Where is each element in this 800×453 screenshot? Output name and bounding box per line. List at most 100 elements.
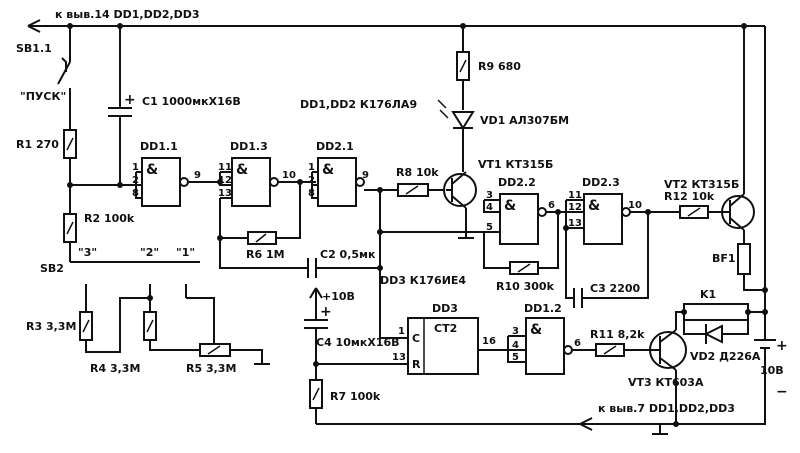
r6-resistor: R6 1M [219, 179, 303, 261]
k1-label: K1 [700, 288, 716, 301]
vt2-transistor: VT2 КТ315Б [664, 26, 755, 244]
svg-text:&: & [530, 322, 542, 338]
c1-label: C1 1000мкX16B [142, 95, 241, 108]
svg-text:+: + [320, 304, 332, 320]
v10-top-label: +10B [322, 290, 355, 303]
svg-text:DD2.2: DD2.2 [498, 176, 536, 189]
svg-text:16: 16 [482, 336, 496, 347]
svg-text:R: R [412, 358, 421, 371]
svg-text:+: + [124, 92, 136, 108]
svg-text:CT2: CT2 [434, 322, 457, 335]
c3-capacitor: C3 2200 [565, 209, 651, 308]
r7-label: R7 100k [330, 390, 381, 403]
v10-right-label: 10B [760, 364, 784, 377]
svg-text:2: 2 [132, 175, 139, 186]
top-rail: к выв.14 DD1,DD2,DD3 [27, 8, 766, 330]
svg-text:12: 12 [218, 175, 232, 186]
r3-label: R3 3,3M [26, 320, 76, 333]
svg-text:2: 2 [308, 175, 315, 186]
svg-text:4: 4 [512, 340, 519, 351]
top-rail-label: к выв.14 DD1,DD2,DD3 [55, 8, 200, 21]
c4-label: C4 10мкX16B [316, 336, 400, 349]
svg-text:DD1.1: DD1.1 [140, 140, 178, 153]
k1-relay: K1 [683, 288, 768, 321]
svg-text:1: 1 [398, 326, 405, 337]
svg-text:&: & [322, 162, 334, 178]
r9-resistor: R9 680 [456, 26, 521, 110]
svg-text:8: 8 [308, 188, 315, 199]
c2-capacitor: C2 0,5мк [219, 238, 380, 278]
battery: + 10B − [754, 330, 788, 420]
svg-text:10: 10 [628, 200, 642, 211]
r3-resistor: R3 3,3M [26, 297, 150, 353]
svg-text:6: 6 [548, 200, 555, 211]
gate-dd2-2: DD2.2 & 3 4 5 6 [483, 176, 566, 245]
r7-resistor: R7 100k [309, 368, 381, 424]
sw2-label: "2" [140, 246, 159, 259]
svg-text:4: 4 [486, 202, 493, 213]
sw3-label: "3" [78, 246, 97, 259]
r1-resistor: R1 270 [16, 129, 77, 214]
gate-dd1-1: DD1.1 & 1 2 8 9 [132, 140, 220, 207]
bf1-label: BF1 [712, 252, 736, 265]
svg-text:11: 11 [218, 162, 232, 173]
svg-text:3: 3 [486, 190, 493, 201]
vt1-transistor: VT1 КТ315Б [443, 158, 553, 239]
gate-dd2-3: DD2.3 & 11 12 13 10 [565, 176, 680, 245]
r5-potentiometer: R5 3,3M [186, 297, 270, 375]
gate-dd1-2: DD1.2 & 3 4 5 6 [507, 302, 596, 375]
svg-text:DD2.1: DD2.1 [316, 140, 354, 153]
c2-label: C2 0,5мк [320, 248, 376, 261]
c1-capacitor: + C1 1000мкX16B [108, 26, 241, 185]
bf1-buzzer: BF1 [712, 243, 765, 291]
start-label: "ПУСК" [20, 90, 66, 103]
r4-label: R4 3,3M [90, 362, 140, 375]
svg-text:DD1.3: DD1.3 [230, 140, 268, 153]
r8-label: R8 10k [396, 166, 439, 179]
r6-label: R6 1M [246, 248, 285, 261]
vd2-label: VD2 Д226А [690, 350, 761, 363]
svg-text:&: & [146, 162, 158, 178]
r10-label: R10 300k [496, 280, 555, 293]
r4-resistor: R4 3,3M [90, 311, 200, 375]
r11-resistor: R11 8,2k [590, 328, 650, 357]
r12-label: R12 10k [664, 190, 715, 203]
svg-text:13: 13 [392, 352, 406, 363]
svg-text:5: 5 [486, 222, 493, 233]
counter-dd3: DD3 C R CT2 1 13 16 [392, 302, 508, 375]
svg-text:8: 8 [132, 188, 139, 199]
r10-resistor: R10 300k [483, 209, 561, 293]
svg-text:5: 5 [512, 352, 519, 363]
svg-text:DD2.3: DD2.3 [582, 176, 620, 189]
svg-text:1: 1 [132, 162, 139, 173]
sb1-label: SB1.1 [16, 42, 52, 55]
svg-text:9: 9 [194, 170, 201, 181]
svg-text:13: 13 [568, 218, 582, 229]
svg-text:DD3: DD3 [432, 302, 458, 315]
svg-text:−: − [776, 384, 788, 400]
svg-text:11: 11 [568, 190, 582, 201]
svg-text:10: 10 [282, 170, 296, 181]
vt3-transistor: VT3 КТ603А [628, 311, 704, 424]
svg-text:&: & [236, 162, 248, 178]
svg-text:+: + [776, 338, 788, 354]
vt1-label: VT1 КТ315Б [478, 158, 553, 171]
vt3-label: VT3 КТ603А [628, 376, 704, 389]
vd1-led: VD1 АЛ307БМ [437, 99, 569, 172]
r11-label: R11 8,2k [590, 328, 645, 341]
vd2-diode: VD2 Д226А [681, 309, 761, 363]
svg-text:9: 9 [362, 170, 369, 181]
r1-label: R1 270 [16, 138, 59, 151]
vd1-label: VD1 АЛ307БМ [480, 114, 569, 127]
sb1-switch: SB1.1 "ПУСК" [16, 26, 71, 130]
bottom-rail-label: к выв.7 DD1,DD2,DD3 [598, 402, 735, 415]
svg-text:3: 3 [512, 326, 519, 337]
bottom-rail: к выв.7 DD1,DD2,DD3 [316, 402, 766, 435]
svg-text:6: 6 [574, 338, 581, 349]
r5-label: R5 3,3M [186, 362, 236, 375]
svg-text:&: & [504, 198, 516, 214]
gate-dd2-1: DD2.1 & 1 2 8 9 [308, 140, 398, 207]
gate-dd1-3: DD1.3 & 11 12 13 10 [218, 140, 316, 207]
sw1-label: "1" [176, 246, 195, 259]
svg-text:DD1.2: DD1.2 [524, 302, 562, 315]
